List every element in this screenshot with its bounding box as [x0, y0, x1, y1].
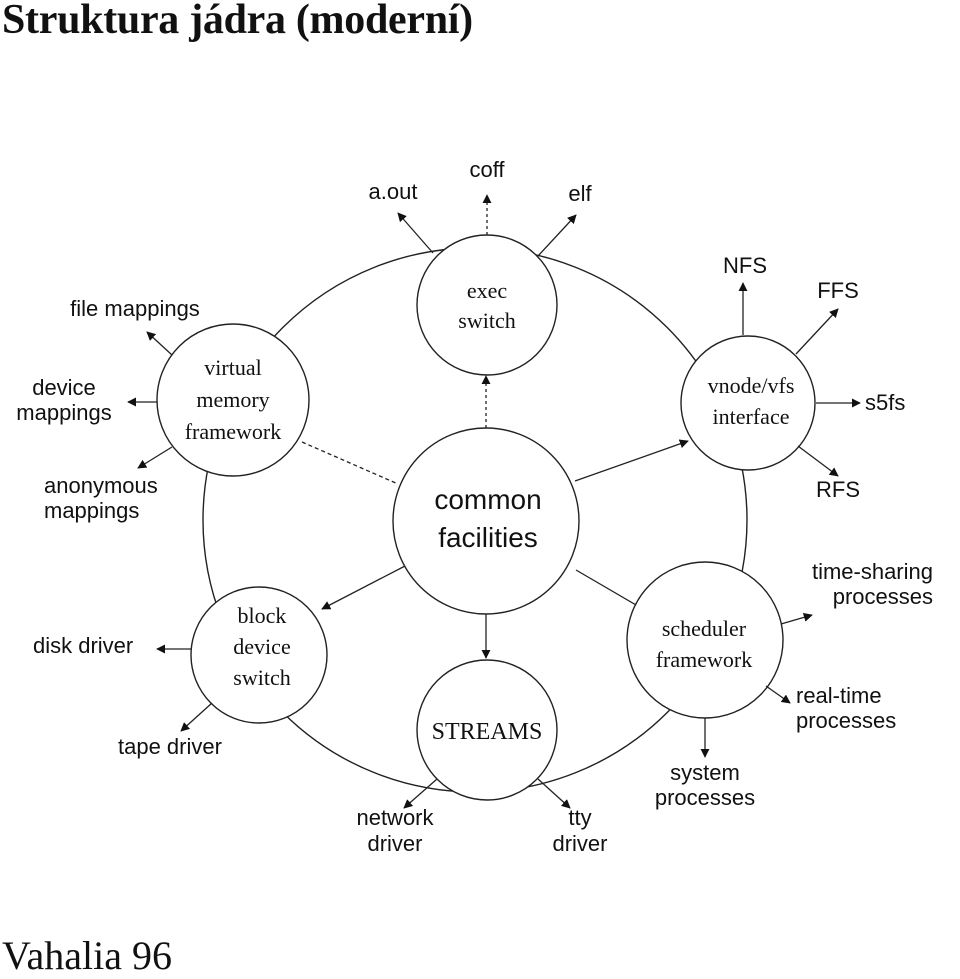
arrow-network-driver [403, 778, 438, 809]
label-line: driver [367, 831, 422, 856]
label-line: file mappings [70, 296, 200, 321]
node-virtual-memory [156, 323, 310, 477]
label-line: elf [568, 181, 592, 206]
label-line: switch [458, 308, 515, 333]
label-line: system [670, 760, 740, 785]
label-elf: elf [568, 181, 592, 206]
node-common-label: common facilities [434, 484, 541, 553]
label-line: mappings [44, 498, 139, 523]
label-line: FFS [817, 278, 859, 303]
label-line: real-time [796, 683, 882, 708]
arrow-tty-driver [537, 778, 571, 809]
node-sched-label: scheduler framework [656, 616, 753, 672]
page-title: Struktura jádra (moderní) [2, 0, 473, 43]
label-line: processes [833, 584, 933, 609]
spoke-to-sched [575, 569, 637, 606]
label-file-mappings: file mappings [70, 296, 200, 321]
label-coff: coff [469, 157, 505, 182]
label-line: exec [467, 278, 508, 303]
spoke-to-block [321, 565, 406, 610]
label-s5fs: s5fs [865, 390, 905, 415]
label-line: time-sharing [812, 559, 933, 584]
label-line: processes [796, 708, 896, 733]
label-line: common [434, 484, 541, 515]
node-exec-switch [416, 234, 558, 376]
label-line: mappings [16, 400, 111, 425]
label-line: vnode/vfs [708, 373, 795, 398]
label-line: device [233, 634, 290, 659]
label-line: facilities [438, 522, 538, 553]
label-tape-driver: tape driver [118, 734, 222, 759]
label-line: switch [233, 665, 290, 690]
label-line: processes [655, 785, 755, 810]
label-line: virtual [204, 355, 261, 380]
node-streams [416, 659, 558, 801]
node-streams-label: STREAMS [432, 719, 543, 745]
label-line: framework [185, 419, 282, 444]
label-line: network [356, 805, 434, 830]
node-vm-label: virtual memory framework [185, 355, 282, 444]
label-line: anonymous [44, 473, 158, 498]
arrow-anon-mappings [137, 446, 173, 469]
arrow-tape-driver [180, 702, 213, 732]
footer-citation: Vahalia 96 [2, 933, 172, 978]
label-line: device [32, 375, 96, 400]
arrow-ffs [795, 308, 839, 355]
label-line: s5fs [865, 390, 905, 415]
label-line: tape driver [118, 734, 222, 759]
label-line: interface [713, 404, 790, 429]
label-rfs: RFS [816, 477, 860, 502]
label-line: scheduler [662, 616, 747, 641]
label-nfs: NFS [723, 253, 767, 278]
label-line: a.out [369, 179, 418, 204]
label-line: STREAMS [432, 719, 543, 745]
label-line: RFS [816, 477, 860, 502]
spoke-to-vm [301, 441, 399, 485]
label-line: framework [656, 647, 753, 672]
node-vnode-label: vnode/vfs interface [708, 373, 795, 429]
arrow-rfs [797, 445, 839, 477]
arrow-real-time [765, 685, 791, 704]
label-line: NFS [723, 253, 767, 278]
label-line: memory [196, 387, 269, 412]
node-common-facilities [392, 427, 580, 615]
arrow-aout [397, 212, 434, 254]
spoke-to-vnode [574, 439, 689, 482]
label-disk-driver: disk driver [33, 633, 133, 658]
arrow-elf [537, 214, 577, 257]
node-block-device-switch [190, 586, 328, 724]
label-line: driver [552, 831, 607, 856]
label-ffs: FFS [817, 278, 859, 303]
arrow-time-sharing [780, 612, 813, 625]
node-vnode-vfs [680, 335, 816, 471]
arrow-file-mappings [146, 331, 173, 356]
label-line: tty [568, 805, 591, 830]
label-aout: a.out [369, 179, 418, 204]
label-line: coff [469, 157, 505, 182]
label-line: block [238, 603, 287, 628]
node-exec-label: exec switch [458, 278, 515, 333]
label-line: disk driver [33, 633, 133, 658]
node-block-label: block device switch [233, 603, 290, 690]
